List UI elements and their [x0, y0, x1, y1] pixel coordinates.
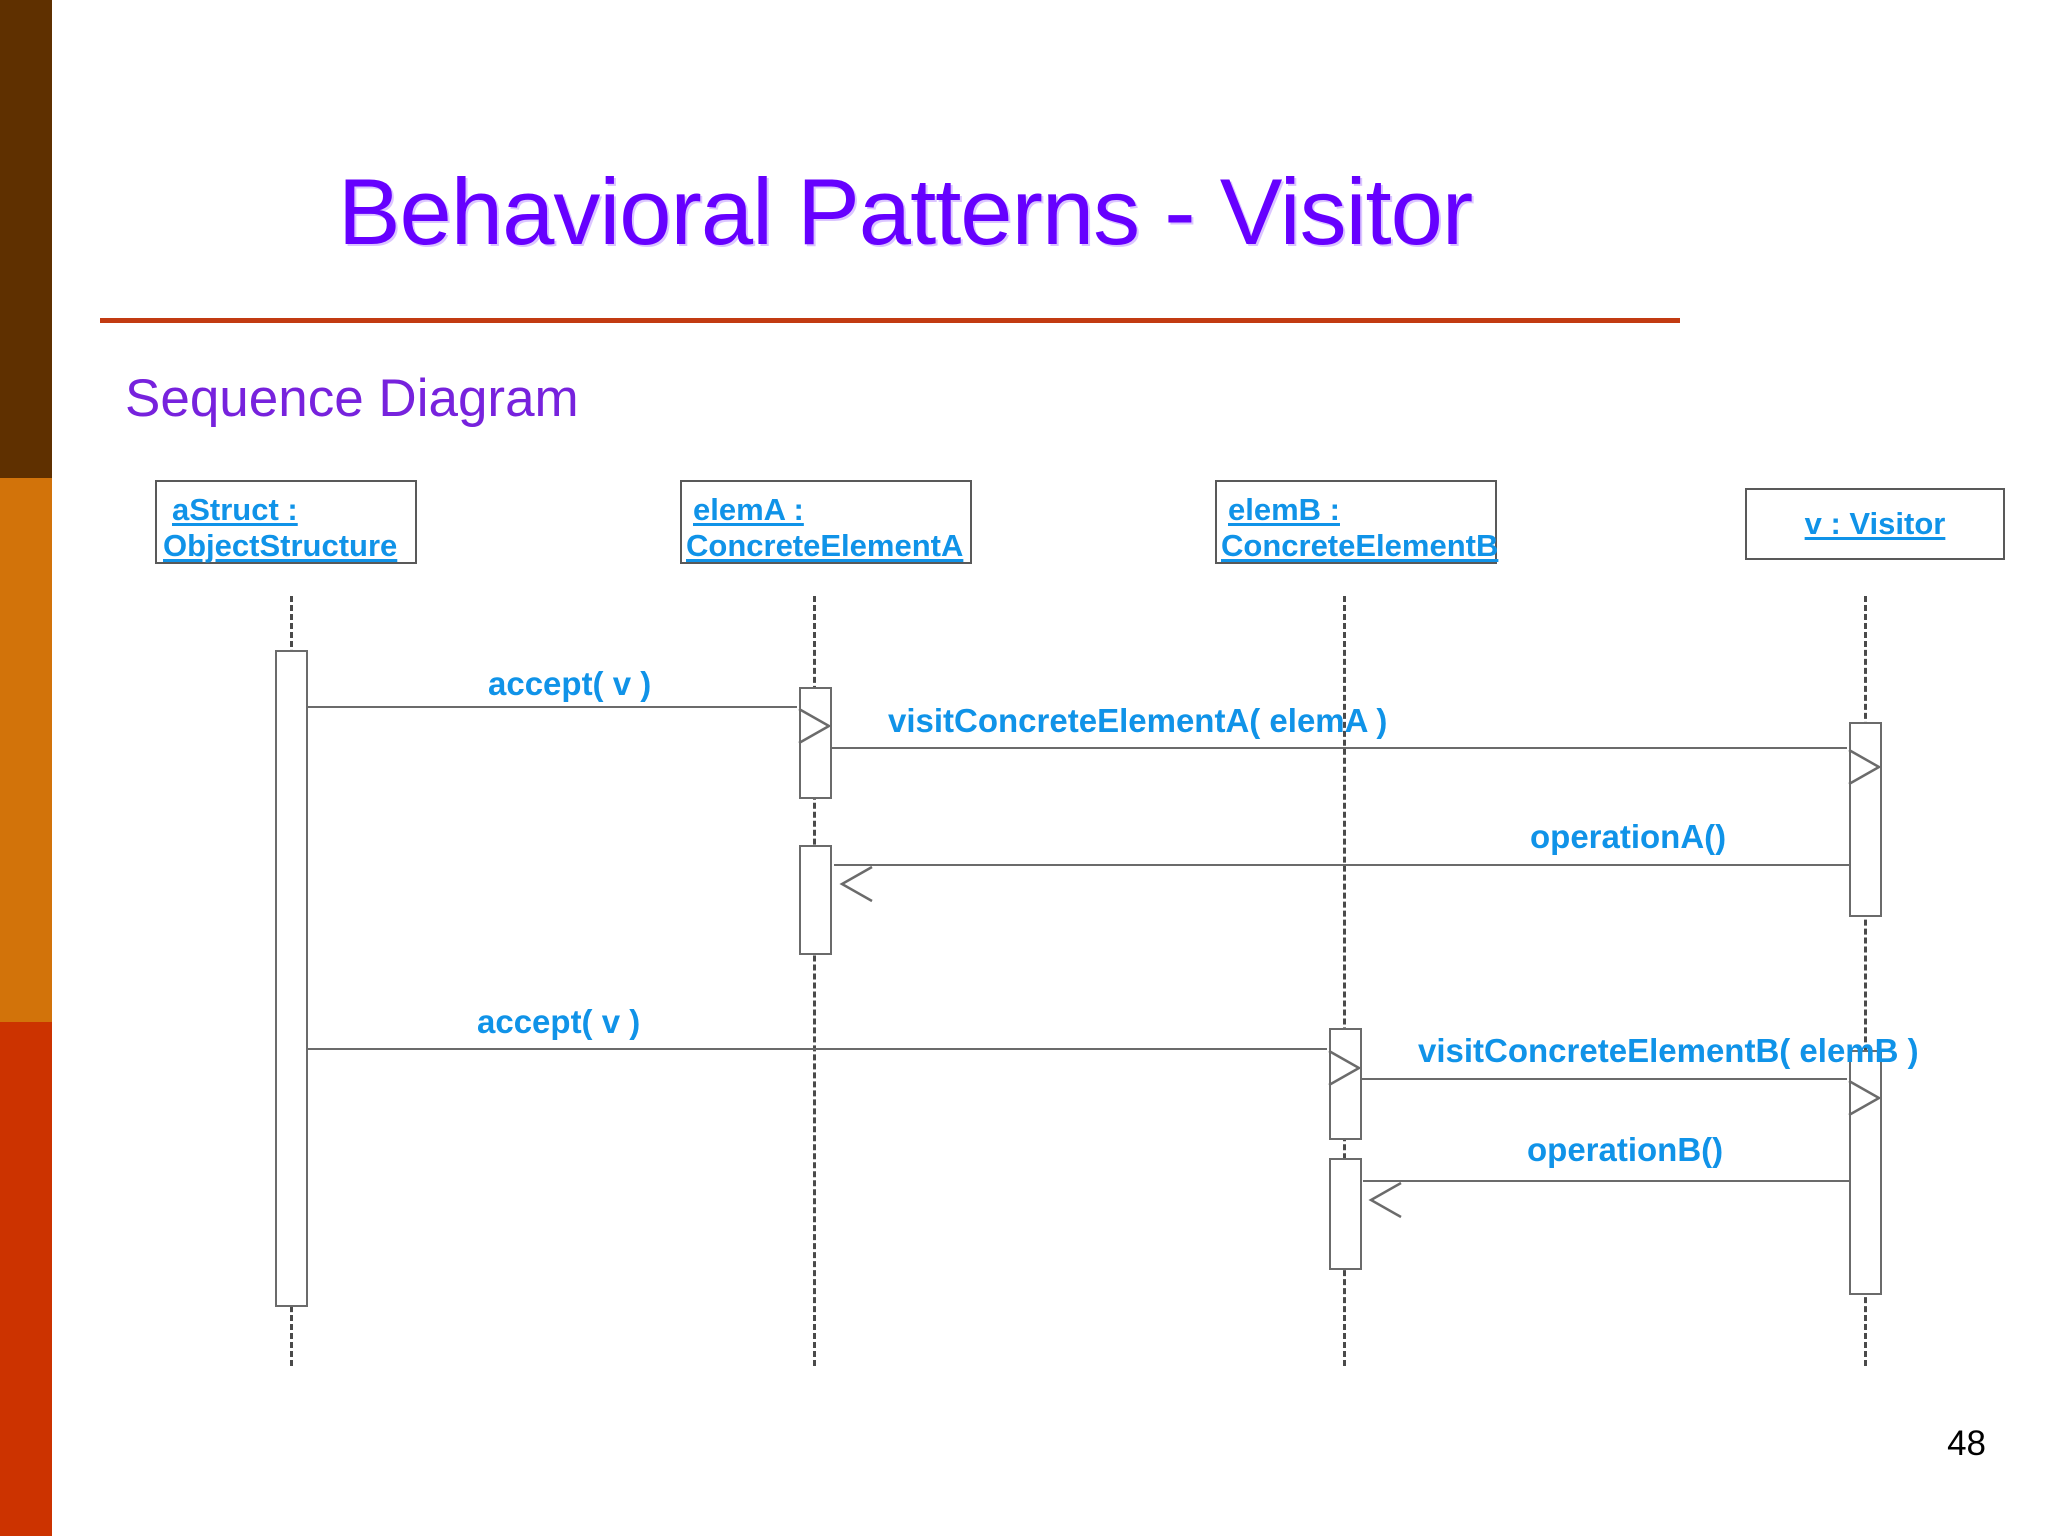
page-subtitle: Sequence Diagram — [125, 369, 579, 428]
activation-visitor-2[interactable] — [1849, 1050, 1882, 1295]
message-line-visitconcreteelementa — [831, 747, 1847, 749]
sidebar-band-red — [0, 1022, 52, 1536]
message-label-visitconcreteelementa: visitConcreteElementA( elemA ) — [888, 702, 1388, 739]
activation-elemb-1[interactable] — [1329, 1028, 1362, 1140]
decorative-sidebar — [0, 0, 52, 1536]
participant-box-visitor[interactable] — [1745, 488, 2005, 560]
participant-box-astruct[interactable] — [155, 480, 417, 564]
activation-elema-2[interactable] — [799, 845, 832, 955]
sidebar-band-orange — [0, 478, 52, 1022]
message-label-operationb: operationB() — [1527, 1131, 1724, 1168]
lifeline-elemb — [1343, 596, 1346, 1366]
participant-box-elemb[interactable] — [1215, 480, 1497, 564]
message-label-accept-v-1: accept( v ) — [488, 665, 652, 702]
activation-visitor-1[interactable] — [1849, 722, 1882, 917]
activation-elemb-2[interactable] — [1329, 1158, 1362, 1270]
message-line-accept-v-1 — [308, 706, 797, 708]
activation-elema-1[interactable] — [799, 687, 832, 799]
message-line-accept-v-2 — [308, 1048, 1327, 1050]
message-line-operationa — [834, 864, 1849, 866]
participant-box-elema[interactable] — [680, 480, 972, 564]
lifeline-elema — [813, 596, 816, 1366]
message-line-visitconcreteelementb — [1361, 1078, 1847, 1080]
page-number: 48 — [1947, 1424, 1986, 1463]
message-label-accept-v-2: accept( v ) — [477, 1003, 641, 1040]
title-underline-rule — [100, 318, 1680, 323]
sidebar-band-brown — [0, 0, 52, 478]
page-title: Behavioral Patterns - Visitor — [337, 159, 1473, 264]
message-label-operationa: operationA() — [1530, 818, 1727, 855]
message-label-visitconcreteelementb: visitConcreteElementB( elemB ) — [1418, 1032, 1919, 1069]
message-line-operationb — [1363, 1180, 1849, 1182]
activation-astruct[interactable] — [275, 650, 308, 1307]
lifeline-visitor — [1864, 596, 1867, 1366]
